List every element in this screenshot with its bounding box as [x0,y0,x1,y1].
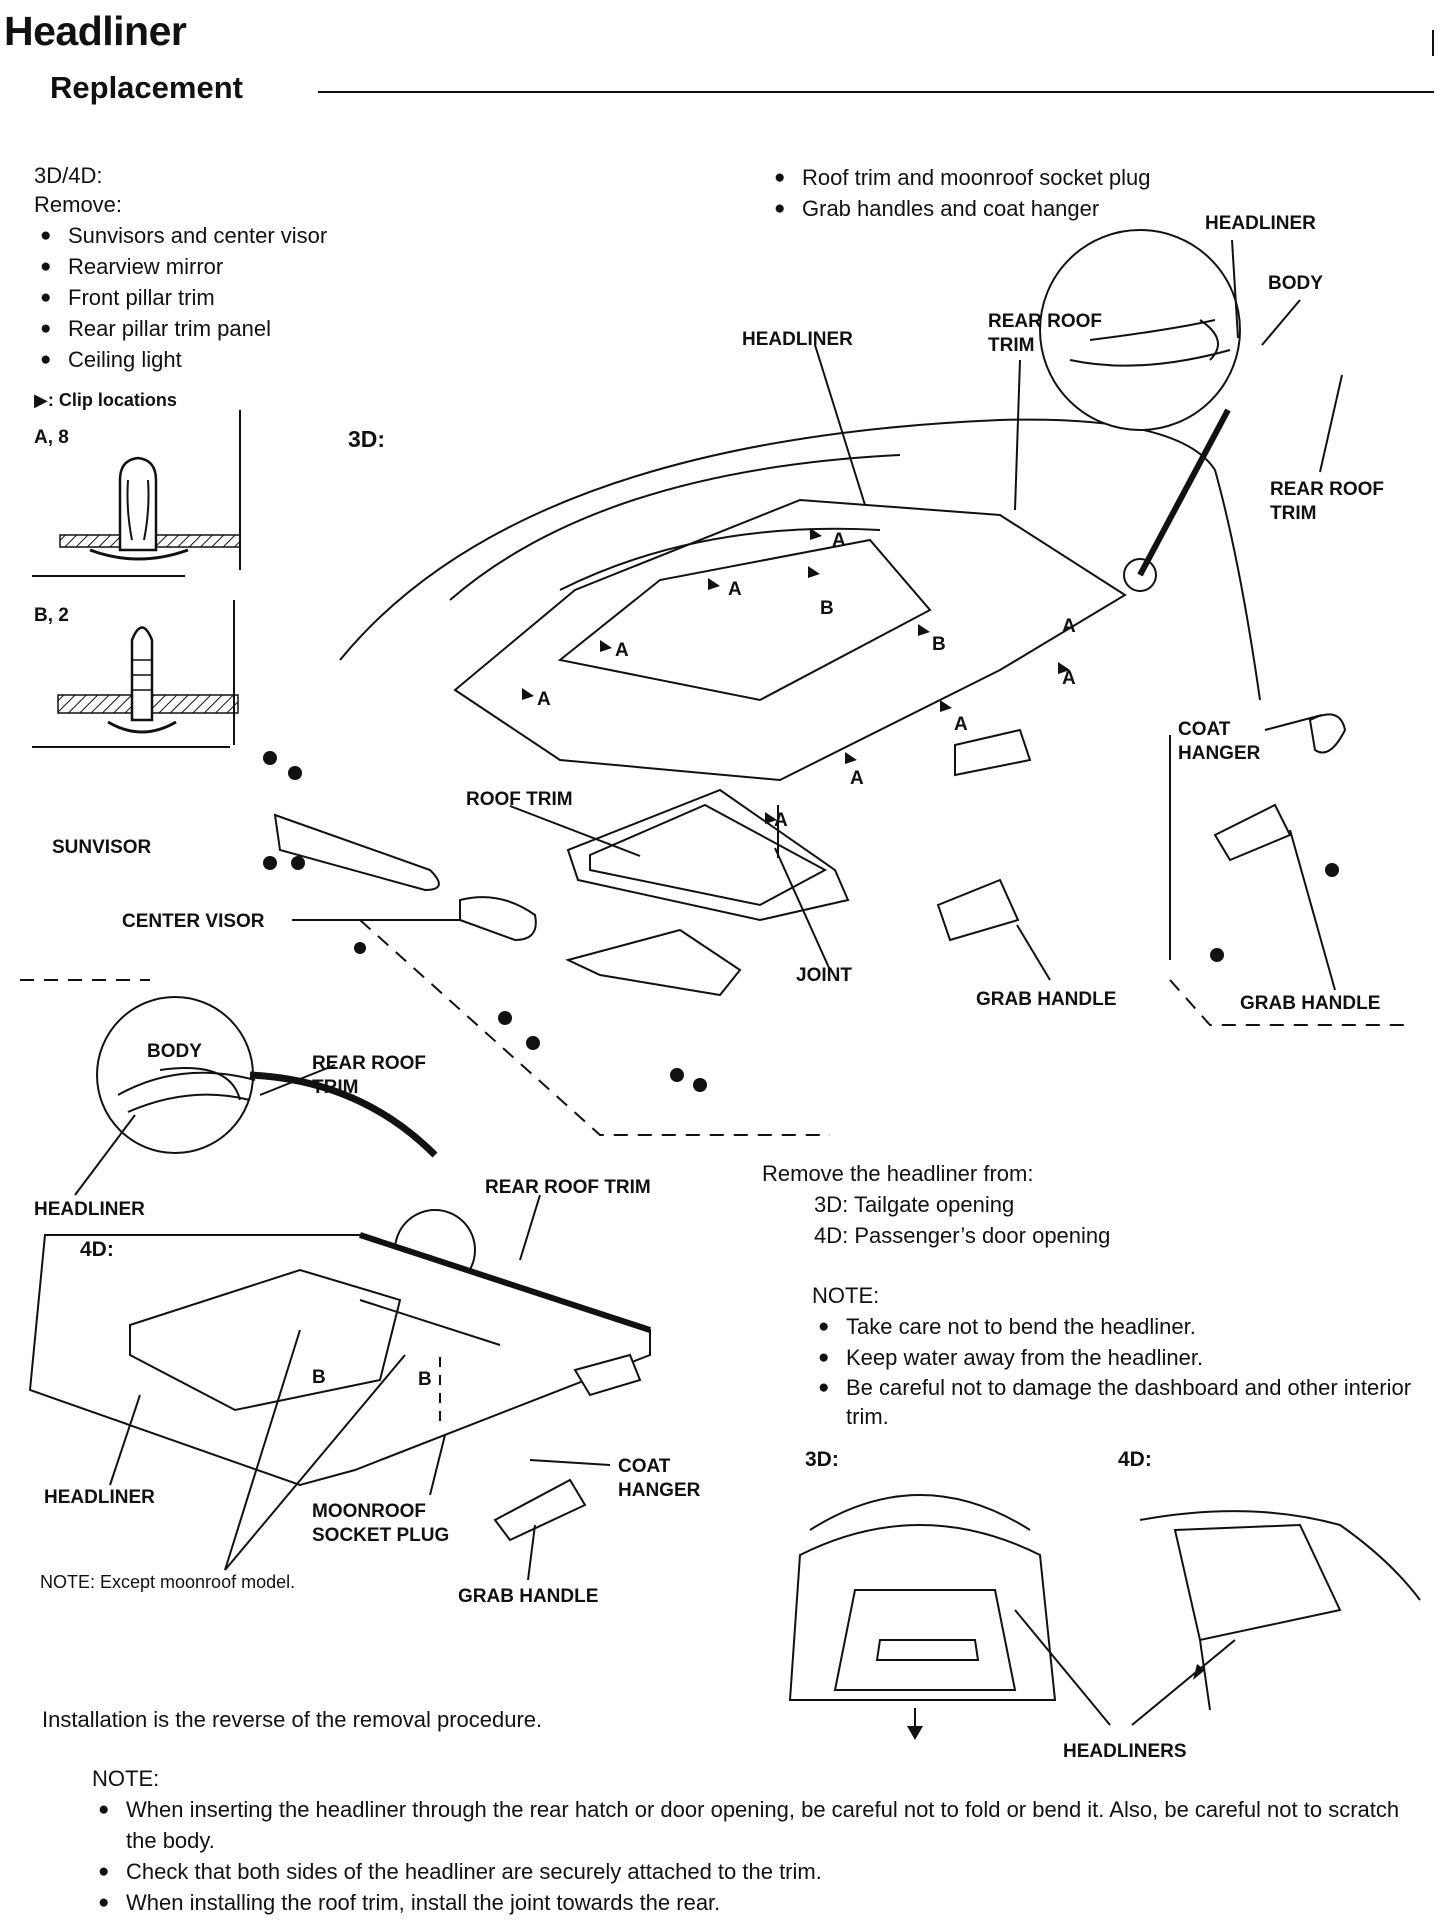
clip-a-label: A, 8 [34,427,69,448]
clip-mark: A [1062,668,1076,689]
callout-rear-roof-trim-4d: REAR ROOF TRIM [485,1177,651,1198]
callout-grab-handle-2: GRAB HANDLE [1240,993,1381,1014]
clip-mark: A [1062,616,1076,637]
list-item: Grab handles and coat hanger [768,193,1288,224]
clip-b-label: B, 2 [34,605,69,626]
callout-body: BODY [147,1041,202,1062]
list-item: Take care not to bend the headliner. [812,1311,1412,1342]
list-item: When inserting the headliner through the… [92,1794,1422,1856]
clip-mark: A [728,579,742,600]
clip-mark: A [850,768,864,789]
list-item: Front pillar trim [34,282,414,313]
clip-mark: B [418,1369,432,1390]
clip-mark: B [932,634,946,655]
list-item: Ceiling light [34,344,414,375]
diagram-3d-label: 3D: [348,426,386,452]
left-heading: 3D/4D: [34,163,103,188]
clip-a-drawing [59,456,241,561]
clip-detail-diagram [32,410,241,748]
clip-mark: B [820,598,834,619]
clip-mark: A [615,640,629,661]
clip-mark: A [832,530,846,551]
remove-label: Remove: [34,192,123,217]
opening-4d-label: 4D: [1118,1448,1152,1471]
callout-grab-handle-4d: GRAB HANDLE [458,1586,599,1607]
removal-line: 4D: Passenger’s door opening [814,1223,1111,1248]
clip-mark: A [537,689,551,710]
list-item: Keep water away from the headliner. [812,1342,1412,1373]
right-instructions: Roof trim and moonroof socket plug Grab … [768,162,1288,224]
clip-legend: ▶: Clip locations [34,390,177,410]
installation-text: Installation is the reverse of the remov… [42,1707,543,1732]
callout-coat-hanger-4d: COAT HANGER [618,1456,701,1501]
callout-grab-handle: GRAB HANDLE [976,989,1117,1010]
list-item: When installing the roof trim, install t… [92,1887,1422,1918]
callout-detail-rear-roof-trim: REAR ROOF TRIM [1270,479,1384,524]
revision-bar [1432,30,1434,56]
callout-rear-roof-trim-detail: REAR ROOF TRIM [312,1053,426,1098]
callout-detail-headliner: HEADLINER [1205,213,1316,234]
callout-coat-hanger: COAT HANGER [1178,719,1261,764]
list-item: Be careful not to damage the dashboard a… [812,1373,1412,1431]
callout-joint: JOINT [796,965,852,986]
callout-headliner-4d: HEADLINER [44,1487,155,1508]
opening-3d-label: 3D: [805,1448,839,1471]
list-item: Roof trim and moonroof socket plug [768,162,1288,193]
callout-sunvisor: SUNVISOR [52,837,152,858]
callout-detail-body: BODY [1268,273,1323,294]
list-item: Sunvisors and center visor [34,220,414,251]
clip-mark: A [774,810,788,831]
section-title: Replacement [50,70,243,105]
removal-intro: Remove the headliner from: [762,1161,1034,1186]
left-instructions: 3D/4D: Remove: Sunvisors and center viso… [34,160,414,375]
list-item: Rear pillar trim panel [34,313,414,344]
clip-mark: A [954,714,968,735]
clip-b-drawing [57,626,239,734]
diagram-4d-label: 4D: [80,1238,114,1261]
removal-notes: NOTE: Take care not to bend the headline… [812,1280,1412,1431]
callout-moonroof-socket-plug: MOONROOF SOCKET PLUG [312,1501,450,1546]
remove-list: Sunvisors and center visor Rearview mirr… [34,220,414,375]
section-rule [318,91,1434,93]
callout-headliner: HEADLINER [742,329,853,350]
page-title: Headliner [4,8,187,54]
removal-line: 3D: Tailgate opening [814,1192,1015,1217]
list-item: Check that both sides of the headliner a… [92,1856,1422,1887]
list-item: Rearview mirror [34,251,414,282]
installation-notes: NOTE: When inserting the headliner throu… [92,1763,1422,1918]
callout-headliners: HEADLINERS [1063,1741,1187,1762]
callout-headliner-detail: HEADLINER [34,1199,145,1220]
removal-instructions: Remove the headliner from: 3D: Tailgate … [762,1158,1422,1251]
clip-mark: B [312,1367,326,1388]
note-label: NOTE: [812,1283,880,1308]
openings-drawing [788,1494,1421,1740]
note-except-moonroof: NOTE: Except moonroof model. [40,1572,296,1592]
callout-center-visor: CENTER VISOR [122,911,265,932]
callout-rear-roof-trim: REAR ROOF TRIM [988,311,1102,356]
callout-roof-trim: ROOF TRIM [466,789,573,810]
note-label: NOTE: [92,1766,160,1791]
